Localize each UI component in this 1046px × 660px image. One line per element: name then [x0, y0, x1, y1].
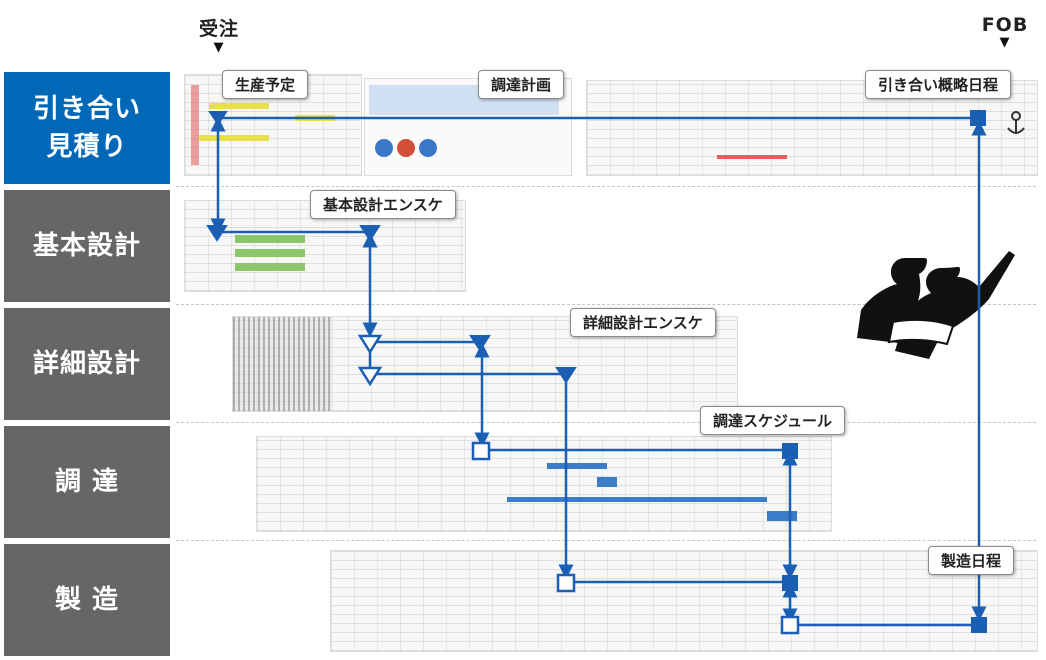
triangle-down-icon	[555, 367, 577, 384]
callout-manufacturing-schedule: 製造日程	[928, 546, 1015, 575]
callout-basic-design: 基本設計エンスケ	[310, 190, 456, 219]
callout-procurement-plan: 調達計画	[478, 70, 565, 99]
square-marker-icon	[782, 443, 798, 459]
milestone-fob: FOB ▼	[974, 14, 1036, 50]
square-marker-icon	[971, 617, 987, 633]
inquiry-schedule-thumbnail	[586, 80, 1038, 176]
anchor-icon	[1007, 111, 1025, 134]
row-label-detail-design: 詳細設計	[4, 308, 170, 420]
square-marker-icon	[556, 573, 576, 593]
triangle-down-icon	[469, 335, 491, 352]
manufacturing-schedule-thumbnail	[330, 550, 1038, 652]
triangle-down-icon: ▼	[213, 40, 225, 55]
row-separator	[176, 540, 1036, 541]
row-separator	[176, 422, 1036, 423]
triangle-down-icon	[206, 225, 228, 242]
row-label-procurement: 調 達	[4, 426, 170, 538]
procurement-schedule-thumbnail	[256, 436, 832, 532]
row-label-basic-design: 基本設計	[4, 190, 170, 302]
milestone-order: 受注 ▼	[194, 14, 244, 55]
square-marker-icon	[471, 441, 491, 461]
triangle-down-icon	[357, 366, 383, 387]
triangle-down-icon	[208, 111, 228, 126]
milestone-order-label: 受注	[198, 18, 239, 40]
engineers-silhouette-icon	[857, 251, 1015, 359]
triangle-down-icon	[357, 334, 383, 355]
callout-procurement-schedule: 調達スケジュール	[700, 406, 845, 435]
square-marker-icon	[780, 615, 800, 635]
row-label-manufacturing: 製 造	[4, 544, 170, 656]
milestone-fob-label: FOB	[981, 14, 1029, 36]
square-marker-icon	[782, 575, 798, 591]
callout-detail-design: 詳細設計エンスケ	[570, 308, 716, 337]
callout-inquiry-schedule: 引き合い概略日程	[865, 70, 1012, 99]
callout-production-plan: 生産予定	[222, 70, 309, 99]
row-separator	[176, 304, 1036, 305]
row-label-inquiry: 引き合い 見積り	[4, 72, 170, 184]
square-marker-icon	[970, 110, 986, 126]
triangle-down-icon	[359, 225, 381, 242]
triangle-down-icon: ▼	[999, 35, 1011, 50]
row-separator	[176, 186, 1036, 187]
